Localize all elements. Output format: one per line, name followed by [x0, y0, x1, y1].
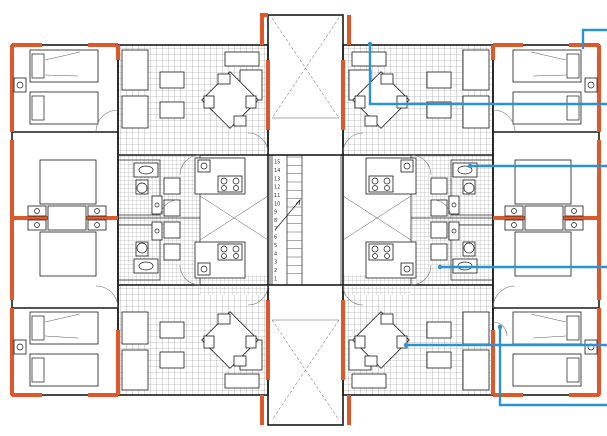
kitchen-right-bottom	[365, 241, 417, 279]
stair-step-number: 7	[274, 226, 277, 232]
door-swings	[95, 109, 516, 337]
shaft-x-left	[199, 195, 412, 241]
stair-step-number: 4	[274, 251, 277, 257]
kitchen-left-bottom	[194, 241, 246, 279]
living-top-right	[348, 49, 490, 129]
kitchen-left-top	[194, 157, 246, 195]
bed-top-left	[13, 49, 99, 125]
stair-step-number: 8	[274, 218, 277, 224]
stair-step-number: 11	[274, 193, 280, 199]
stair-step-number: 1	[274, 276, 277, 282]
stair-step-number: 12	[274, 185, 280, 191]
bathroom-right-bottom	[430, 221, 478, 274]
bed-middle-right	[504, 159, 584, 277]
stair-step-number: 6	[274, 235, 277, 241]
bathroom-right-top	[430, 162, 478, 217]
stair-step-number: 10	[274, 201, 280, 207]
stair-step-number: 14	[274, 168, 280, 174]
stair-step-number: 5	[274, 243, 277, 249]
stair: 15 14 13 12 11 10 9 8 7 6 5 4 3 2 1	[271, 154, 303, 286]
kitchen-right-top	[365, 157, 417, 195]
living-bottom-left	[121, 311, 263, 391]
tiled-floors	[118, 45, 493, 395]
bathroom-left-bottom	[133, 221, 181, 274]
exterior-walls-highlight	[10, 13, 601, 425]
stair-step-number: 2	[274, 268, 277, 274]
stair-step-number: 15	[274, 160, 280, 166]
stair-step-number: 9	[274, 210, 277, 216]
bed-bottom-left	[13, 311, 99, 387]
bathroom-left-top	[133, 162, 181, 217]
light-well-top	[271, 17, 340, 119]
bed-top-right	[512, 49, 598, 125]
callout-leaders	[367, 28, 607, 407]
bed-bottom-right	[512, 311, 598, 387]
stair-step-number: 13	[274, 176, 280, 182]
living-top-left	[121, 49, 263, 129]
living-bottom-right	[348, 311, 490, 391]
light-well-bottom	[271, 319, 340, 421]
bed-middle-left	[27, 159, 107, 277]
stair-step-number: 3	[274, 260, 277, 266]
